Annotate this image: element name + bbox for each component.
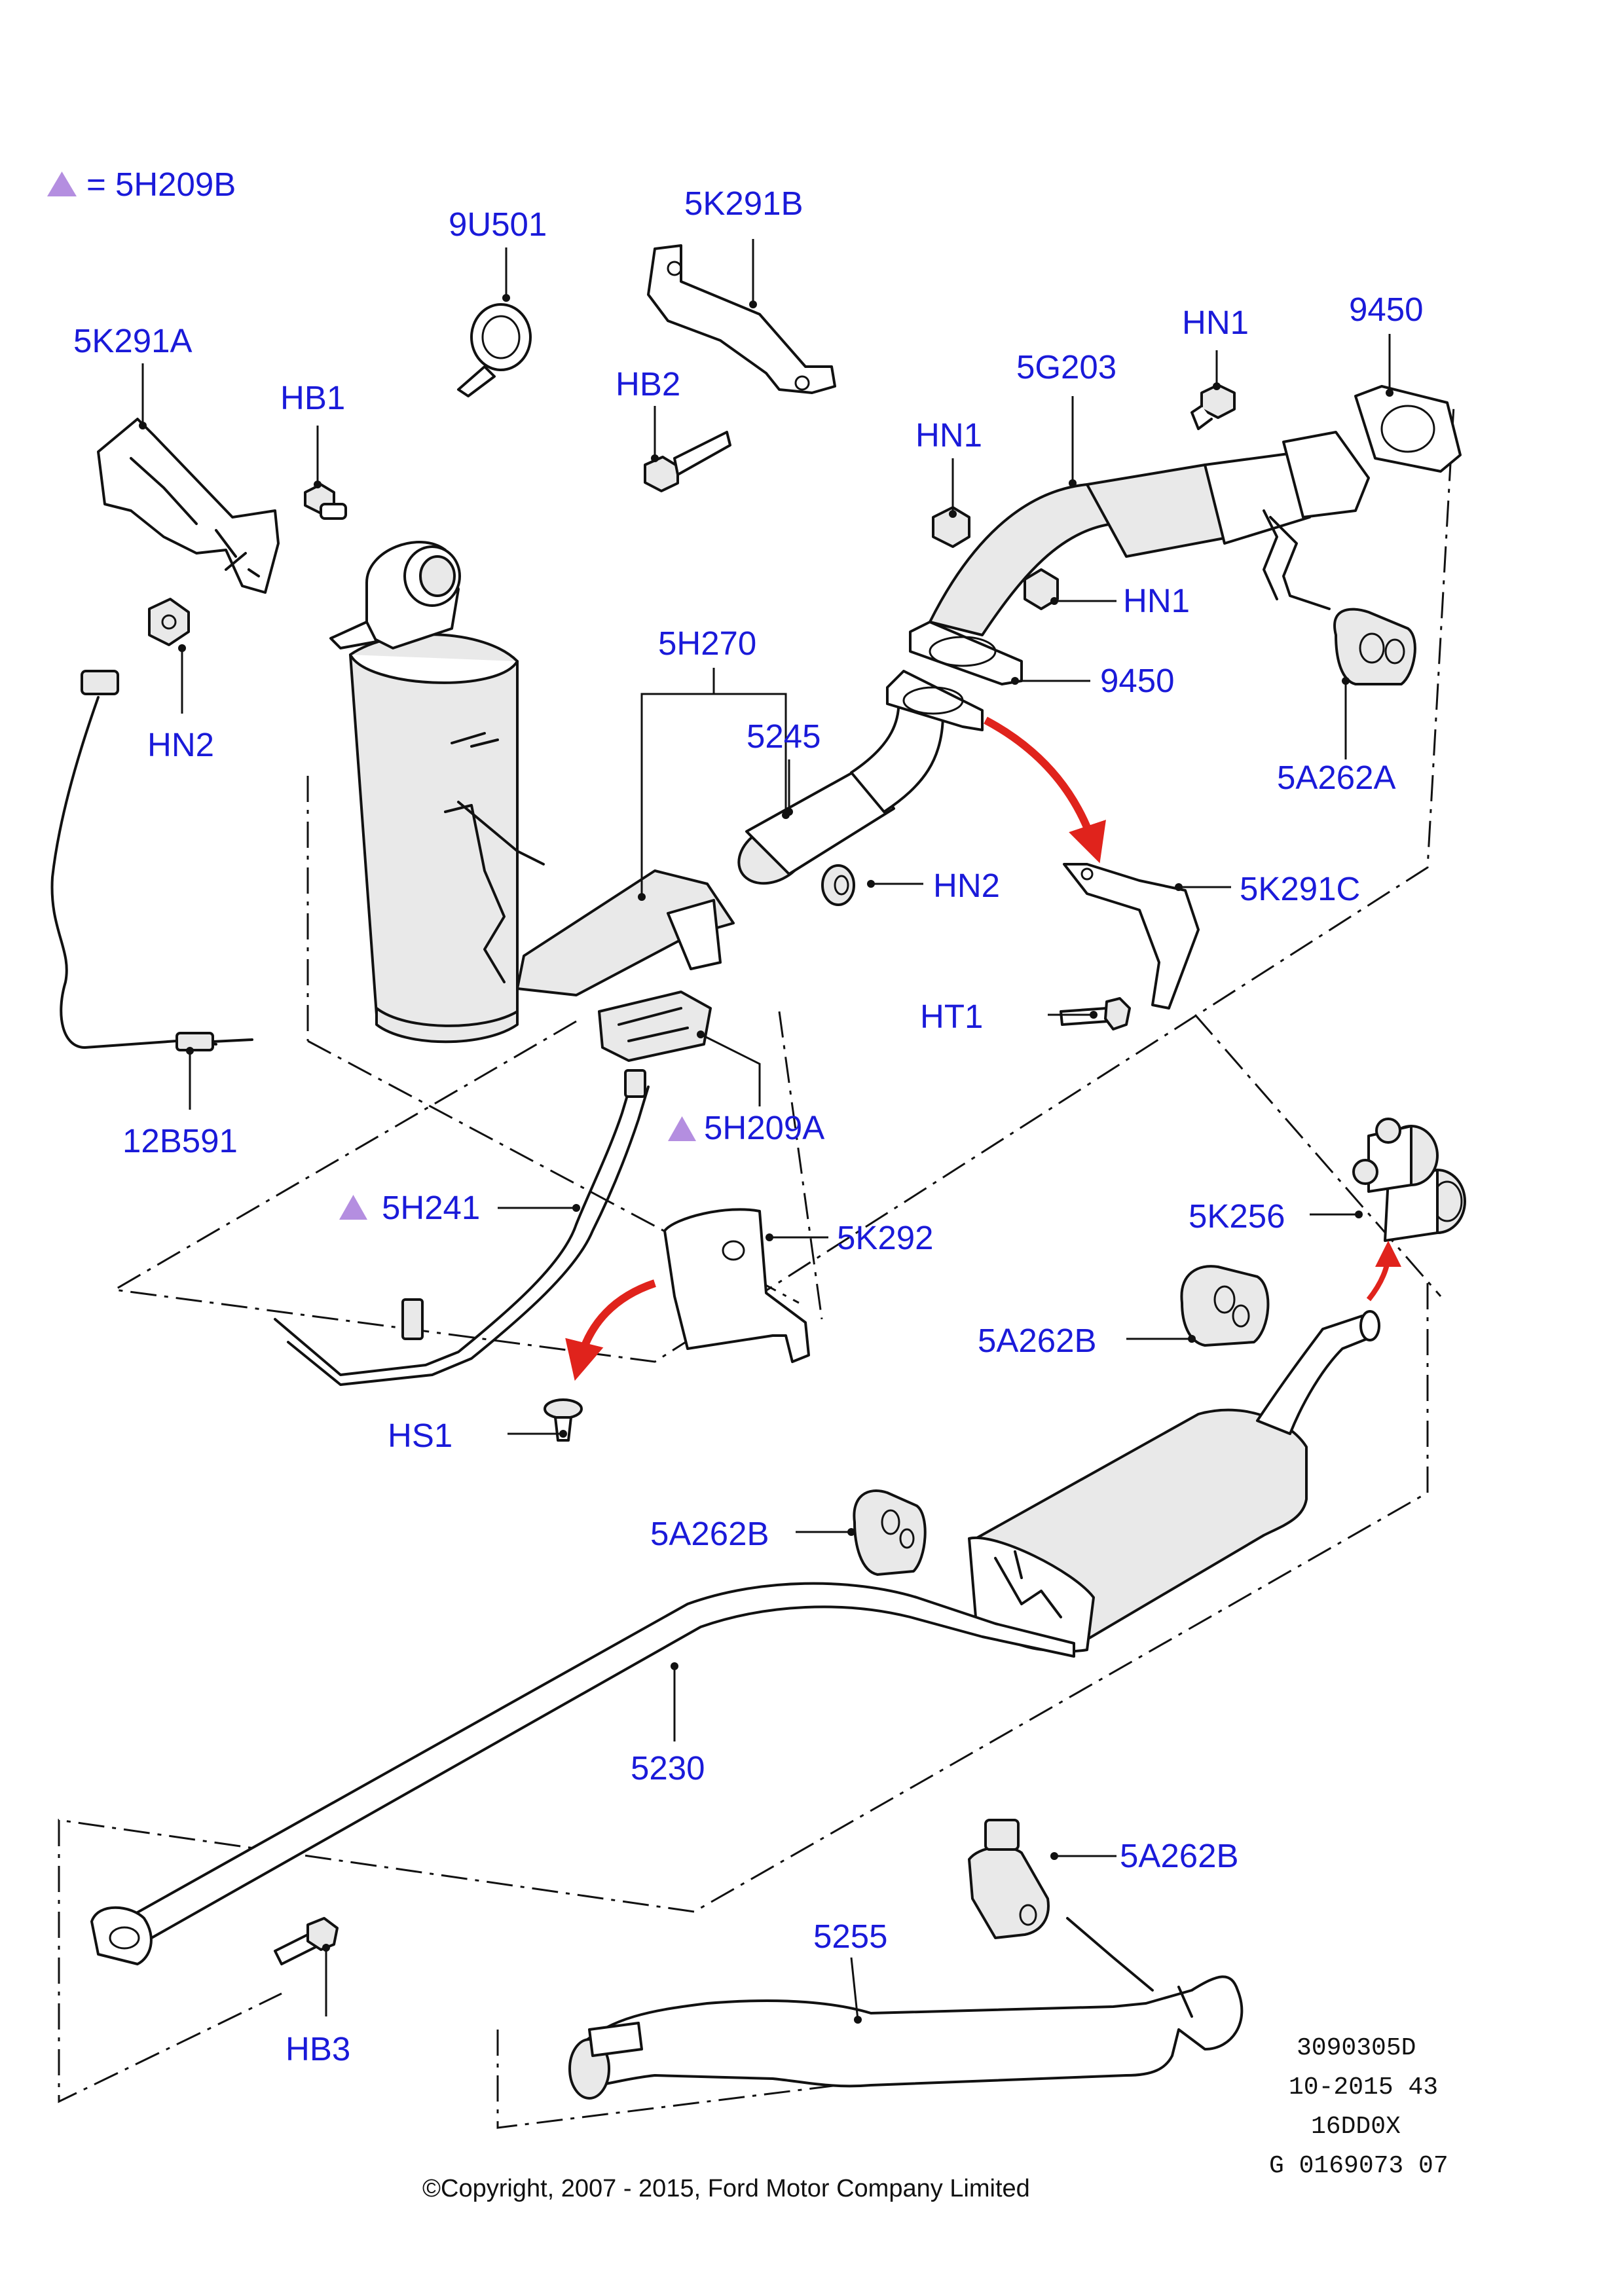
- label-5g203: 5G203: [1016, 348, 1116, 386]
- label-5255: 5255: [813, 1918, 887, 1955]
- nut-hn1-top: [1190, 384, 1236, 430]
- label-5h270: 5H270: [658, 625, 756, 662]
- nut-hn2-mid: [821, 864, 855, 906]
- label-hn2-left: HN2: [147, 726, 214, 763]
- tailpipe-5255: [568, 1917, 1244, 2100]
- reference-line-3: 16DD0X: [1311, 2113, 1401, 2141]
- label-hn1-left: HN1: [915, 416, 982, 454]
- heatshield-5k292: [663, 1208, 810, 1363]
- label-9450-top: 9450: [1349, 291, 1423, 328]
- reference-line-4: G 0169073 07: [1269, 2152, 1449, 2180]
- label-5k291a: 5K291A: [73, 322, 193, 359]
- red-arrows: [565, 716, 1401, 1381]
- mount-5a262b-upper: [1180, 1265, 1270, 1347]
- label-ht1: HT1: [920, 998, 983, 1035]
- label-12b591: 12B591: [122, 1122, 238, 1159]
- triangle-icon: [339, 1195, 367, 1220]
- bracket-5k291b: [647, 244, 836, 394]
- label-5k256: 5K256: [1189, 1197, 1285, 1235]
- legend: = 5H209B: [47, 166, 236, 203]
- label-5k291c: 5K291C: [1240, 870, 1360, 907]
- reference-line-1: 3090305D: [1297, 2034, 1416, 2062]
- triangle-icon: [47, 172, 77, 196]
- label-hb1: HB1: [280, 379, 345, 416]
- flex-pipe-5h270: [516, 686, 944, 996]
- clamp-9u501: [457, 303, 532, 397]
- label-5h241: 5H241: [382, 1189, 480, 1226]
- label-5245: 5245: [747, 718, 821, 755]
- pipe-5230: [90, 1582, 1075, 1965]
- label-5k292: 5K292: [837, 1219, 933, 1256]
- clamp-5k256: [1352, 1118, 1466, 1242]
- sensor-12b591: [50, 670, 253, 1051]
- bolt-hb1: [304, 483, 347, 520]
- label-5k291b: 5K291B: [684, 185, 803, 222]
- sensor-5h209a: [598, 991, 712, 1062]
- bolt-hb2: [644, 431, 731, 492]
- leader-lines: [139, 239, 1393, 2024]
- bracket-5k291a: [97, 418, 280, 594]
- downpipe-5g203: [929, 431, 1370, 636]
- label-9450-mid: 9450: [1100, 662, 1174, 699]
- label-hn2-mid: HN2: [933, 867, 1000, 904]
- label-hb3: HB3: [286, 2030, 350, 2068]
- nut-hn2-left: [148, 598, 190, 646]
- label-5a262b-upper: 5A262B: [978, 1322, 1097, 1359]
- triangle-icon: [668, 1116, 696, 1141]
- label-5230: 5230: [631, 1749, 705, 1787]
- label-9u501: 9U501: [449, 206, 547, 243]
- label-5a262b-lower: 5A262B: [1120, 1837, 1239, 1874]
- reference-block: 3090305D 10-2015 43 16DD0X G 0169073 07: [1269, 2034, 1449, 2180]
- label-5a262b-mid: 5A262B: [650, 1515, 769, 1552]
- mount-5a262b-mid: [853, 1489, 927, 1576]
- gasket-9450-mid: [886, 670, 984, 731]
- copyright-text: ©Copyright, 2007 - 2015, Ford Motor Comp…: [422, 2175, 1030, 2202]
- muffler-5230: [968, 1310, 1380, 1653]
- label-5h209a: 5H209A: [704, 1109, 824, 1146]
- label-hs1: HS1: [388, 1417, 452, 1454]
- legend-text: = 5H209B: [86, 166, 236, 203]
- label-hn1-right: HN1: [1123, 582, 1190, 619]
- mount-5a262a: [1333, 608, 1416, 685]
- mount-5a262b-lower: [968, 1819, 1050, 1939]
- bolt-hb3: [274, 1917, 339, 1965]
- dpf-body: [329, 541, 545, 1044]
- hoses-5h241: [274, 1069, 650, 1386]
- gasket-9450-top: [1354, 385, 1462, 473]
- bracket-5k291c: [1063, 863, 1200, 1010]
- label-hn1-top: HN1: [1182, 304, 1249, 341]
- reference-line-2: 10-2015 43: [1289, 2073, 1438, 2102]
- part-labels: 9U501 5K291B 5K291A HB1 HB2 HN1 9450 5G2…: [73, 185, 1423, 2068]
- label-hb2: HB2: [616, 365, 680, 403]
- label-5a262a: 5A262A: [1277, 759, 1396, 796]
